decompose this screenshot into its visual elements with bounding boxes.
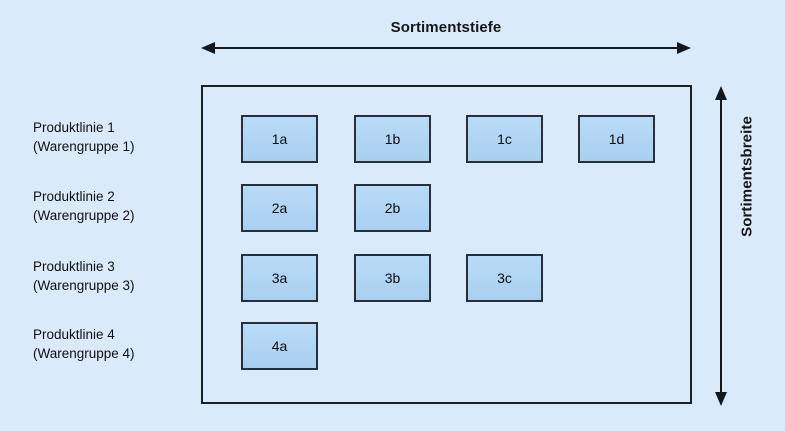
row-label-product-line-1: Produktlinie 1 (Warengruppe 1) (33, 118, 198, 156)
dimension-label-breadth: Sortimentsbreite (738, 116, 756, 237)
row-label-line-1: Produktlinie 1 (33, 120, 115, 135)
row-label-line-1: Produktlinie 3 (33, 259, 115, 274)
product-item-label: 2b (384, 200, 401, 216)
product-item-1b[interactable]: 1b (354, 115, 431, 163)
vertical-double-arrow-icon (711, 86, 731, 406)
dimension-label-depth: Sortimentstiefe (390, 19, 502, 36)
product-item-label: 1a (271, 131, 288, 147)
row-label-line-2: (Warengruppe 1) (33, 139, 135, 154)
product-item-1d[interactable]: 1d (578, 115, 655, 163)
product-item-label: 2a (271, 200, 288, 216)
product-item-3a[interactable]: 3a (241, 254, 318, 302)
row-label-line-1: Produktlinie 2 (33, 189, 115, 204)
product-item-2b[interactable]: 2b (354, 184, 431, 232)
product-item-1a[interactable]: 1a (241, 115, 318, 163)
row-label-line-2: (Warengruppe 4) (33, 346, 135, 361)
product-item-2a[interactable]: 2a (241, 184, 318, 232)
product-item-label: 1b (384, 131, 401, 147)
row-label-line-2: (Warengruppe 3) (33, 278, 135, 293)
product-item-label: 1d (608, 131, 625, 147)
horizontal-double-arrow-icon (201, 38, 691, 58)
product-item-3c[interactable]: 3c (466, 254, 543, 302)
row-label-product-line-4: Produktlinie 4 (Warengruppe 4) (33, 325, 198, 363)
row-label-product-line-3: Produktlinie 3 (Warengruppe 3) (33, 257, 198, 295)
row-label-line-2: (Warengruppe 2) (33, 208, 135, 223)
product-item-3b[interactable]: 3b (354, 254, 431, 302)
product-item-label: 4a (271, 338, 288, 354)
product-item-label: 3a (271, 270, 288, 286)
product-item-label: 3c (497, 270, 512, 286)
product-item-label: 1c (497, 131, 512, 147)
row-label-product-line-2: Produktlinie 2 (Warengruppe 2) (33, 187, 198, 225)
product-item-4a[interactable]: 4a (241, 322, 318, 370)
product-item-1c[interactable]: 1c (466, 115, 543, 163)
product-item-label: 3b (384, 270, 401, 286)
row-label-line-1: Produktlinie 4 (33, 327, 115, 342)
assortment-container (201, 85, 692, 404)
